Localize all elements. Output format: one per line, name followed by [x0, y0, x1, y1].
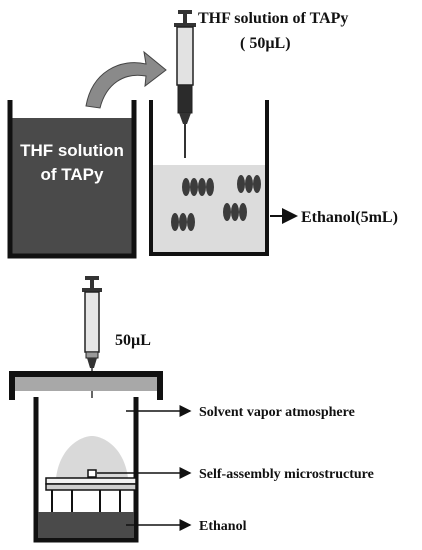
aggregate-pellet: [231, 203, 239, 221]
aggregate-pellet: [171, 213, 179, 231]
right-beaker-wall: [149, 100, 269, 256]
bottom-syringe-plunger-rod: [90, 280, 94, 288]
aggregate-pellet: [187, 213, 195, 231]
top-syringe-flange: [174, 23, 196, 27]
ethanol-volume-label: Ethanol(5mL): [301, 209, 398, 226]
aggregate-cluster-2: [237, 175, 261, 193]
vapor-chamber: [33, 397, 139, 543]
aggregate-cluster-3: [171, 213, 195, 231]
left-beaker-label-line1: THF solution: [20, 141, 124, 160]
top-syringe-label-line2: ( 50µL): [240, 35, 291, 52]
aggregate-pellet: [182, 178, 190, 196]
bottom-syringe-flange: [82, 288, 102, 292]
chamber-lid: [9, 371, 163, 400]
aggregate-pellet: [179, 213, 187, 231]
bottom-syringe-liquid: [85, 351, 99, 359]
aggregate-pellet: [239, 203, 247, 221]
top-syringe-tip: [179, 113, 191, 124]
left-beaker-label-line2: of TAPy: [41, 165, 105, 184]
aggregate-pellet: [198, 178, 206, 196]
aggregate-pellet: [223, 203, 231, 221]
ethanol-pool: [38, 512, 134, 538]
chamber-wall: [33, 397, 139, 543]
aggregate-pellet: [206, 178, 214, 196]
substrate-plate: [45, 477, 137, 485]
bottom-syringe-barrel: [84, 291, 100, 353]
top-syringe-barrel: [176, 26, 194, 86]
aggregate-pellet: [237, 175, 245, 193]
top-syringe-plunger-rod: [183, 14, 187, 24]
left-beaker-solution: [12, 118, 132, 254]
aggregate-cluster-1: [182, 178, 214, 196]
left-beaker: [7, 100, 137, 259]
top-syringe: [174, 10, 196, 158]
vapor-label: Solvent vapor atmosphere: [199, 405, 355, 420]
bottom-syringe-volume-label: 50µL: [115, 332, 151, 349]
top-syringe-dark-solution: [177, 84, 193, 114]
bottom-syringe-tip: [87, 358, 97, 368]
microstructure-marker: [87, 469, 97, 478]
droplet-dome: [56, 436, 128, 478]
aggregate-pellet: [245, 175, 253, 193]
left-beaker-wall: [7, 100, 137, 259]
aggregate-pellet: [190, 178, 198, 196]
ethanol-pool-label: Ethanol: [199, 519, 247, 534]
bottom-syringe-plunger-cap: [85, 276, 99, 280]
microstructure-label: Self-assembly microstructure: [199, 467, 374, 482]
aggregate-pellet: [253, 175, 261, 193]
top-syringe-plunger-cap: [178, 10, 192, 14]
transfer-arrow: [85, 50, 167, 109]
substrate-base: [45, 483, 137, 491]
top-syringe-label-line1: THF solution of TAPy: [198, 10, 348, 27]
aggregate-cluster-4: [223, 203, 247, 221]
